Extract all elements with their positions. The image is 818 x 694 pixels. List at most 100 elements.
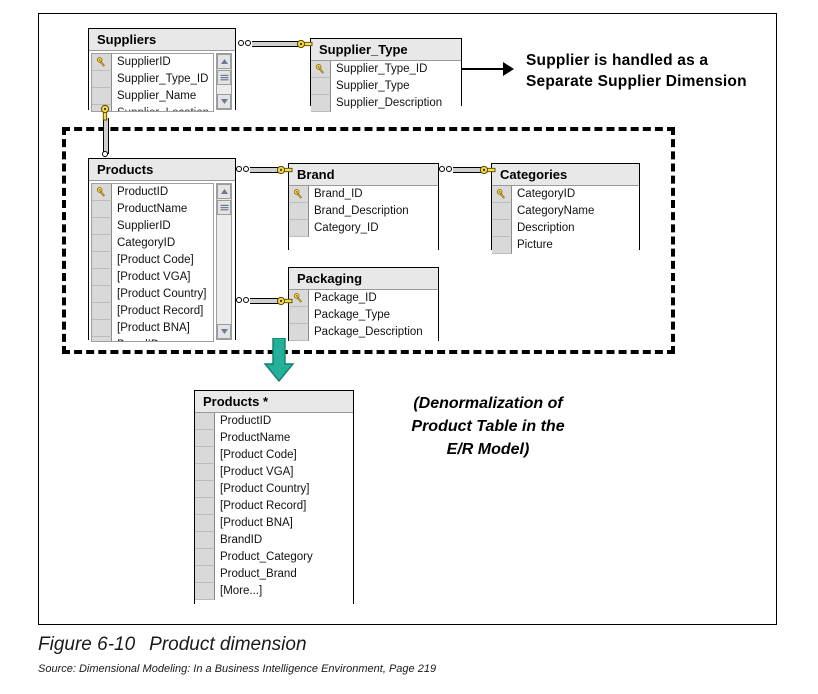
field-name: Category_ID — [314, 222, 379, 234]
field-row[interactable]: Package_Type — [289, 307, 438, 324]
products-scrollbar[interactable] — [216, 183, 232, 340]
field-row[interactable]: [Product Code] — [92, 252, 213, 269]
field-row[interactable]: [Product Code] — [195, 447, 353, 464]
field-row[interactable]: SupplierID — [92, 218, 213, 235]
field-row[interactable]: Brand_ID — [289, 186, 438, 203]
field-row[interactable]: [Product BNA] — [195, 515, 353, 532]
field-row[interactable]: Product_Brand — [195, 566, 353, 583]
field-gutter — [195, 430, 215, 447]
field-row[interactable]: CategoryID — [92, 235, 213, 252]
chevron-down-icon[interactable] — [217, 324, 231, 339]
key-icon — [96, 186, 105, 197]
field-gutter — [92, 269, 112, 286]
field-row[interactable]: SupplierID — [92, 54, 213, 71]
entity-suppliers-title: Suppliers — [89, 29, 235, 51]
field-row[interactable]: Supplier_Name — [92, 88, 213, 105]
field-name: [Product BNA] — [117, 322, 190, 334]
field-row[interactable]: [Product Country] — [92, 286, 213, 303]
field-row[interactable]: Brand_Description — [289, 203, 438, 220]
relation-key-icon — [296, 39, 313, 49]
field-name: Supplier_Description — [336, 97, 443, 109]
scroll-thumb-icon[interactable] — [217, 200, 231, 215]
entity-packaging[interactable]: Packaging Package_ID Package_Type Packag… — [288, 267, 439, 343]
field-row[interactable]: CategoryID — [492, 186, 639, 203]
supplier-callout-line1: Supplier is handled as a — [526, 52, 709, 69]
field-name: Supplier_Type_ID — [117, 73, 209, 85]
field-row[interactable]: Package_Description — [289, 324, 438, 341]
relationship-suppliers-supplier-type — [238, 38, 313, 50]
chevron-up-icon[interactable] — [217, 54, 231, 69]
primary-key-icon — [289, 290, 309, 307]
field-name: Brand_ID — [314, 188, 363, 200]
field-row[interactable]: [More...] — [195, 583, 353, 600]
entity-brand[interactable]: Brand Brand_ID Brand_Description Categor… — [288, 163, 439, 252]
chevron-up-icon[interactable] — [217, 184, 231, 199]
field-name: [Product Code] — [117, 254, 194, 266]
field-row[interactable]: [Product VGA] — [195, 464, 353, 481]
figure-source: Source: Dimensional Modeling: In a Busin… — [38, 663, 437, 675]
field-row[interactable]: Supplier_Description — [311, 95, 461, 112]
entity-products[interactable]: Products ProductID ProductName SupplierI… — [88, 158, 236, 342]
field-row[interactable]: [Product BNA] — [92, 320, 213, 337]
field-row[interactable]: Supplier_Type — [311, 78, 461, 95]
relation-key-icon — [276, 296, 293, 306]
field-name: [Product Country] — [117, 288, 207, 300]
entity-suppliers[interactable]: Suppliers SupplierID Supplier_Type_ID — [88, 28, 236, 112]
field-row[interactable]: Package_ID — [289, 290, 438, 307]
field-row[interactable]: BrandID — [195, 532, 353, 549]
field-gutter — [195, 464, 215, 481]
relation-many-icon — [446, 166, 452, 172]
relation-many-icon — [245, 40, 251, 46]
entity-products-denormalized-title: Products * — [195, 391, 353, 413]
field-gutter — [195, 583, 215, 600]
relationship-products-packaging — [236, 295, 293, 307]
entity-packaging-title: Packaging — [289, 268, 438, 290]
relation-many-icon — [439, 166, 445, 172]
scroll-thumb-icon[interactable] — [217, 70, 231, 85]
entity-products-denormalized[interactable]: Products * ProductID ProductName [Produc… — [194, 390, 354, 606]
field-row[interactable]: Product_Category — [195, 549, 353, 566]
field-row[interactable]: CategoryName — [492, 203, 639, 220]
field-row[interactable]: ProductName — [195, 430, 353, 447]
field-gutter — [92, 218, 112, 235]
relation-many-icon — [236, 166, 242, 172]
field-name: SupplierID — [117, 56, 171, 68]
field-name: CategoryID — [117, 237, 176, 249]
supplier-callout-text: Supplier is handled as a Separate Suppli… — [526, 50, 747, 92]
relation-many-icon — [238, 40, 244, 46]
field-row[interactable]: Supplier_Type_ID — [92, 71, 213, 88]
suppliers-scrollbar[interactable] — [216, 53, 232, 110]
chevron-down-icon[interactable] — [217, 94, 231, 109]
field-name: [Product Record] — [220, 500, 307, 512]
field-gutter — [195, 498, 215, 515]
field-row[interactable]: ProductName — [92, 201, 213, 218]
field-gutter — [92, 201, 112, 218]
field-row[interactable]: ProductID — [195, 413, 353, 430]
field-row[interactable]: ProductID — [92, 184, 213, 201]
field-row[interactable]: [Product Country] — [195, 481, 353, 498]
field-row[interactable]: Supplier_Type_ID — [311, 61, 461, 78]
field-row[interactable]: [Product VGA] — [92, 269, 213, 286]
field-name: [Product BNA] — [220, 517, 293, 529]
field-gutter — [195, 481, 215, 498]
field-gutter — [289, 324, 309, 341]
field-row[interactable]: [Product Record] — [92, 303, 213, 320]
entity-categories[interactable]: Categories CategoryID CategoryName Descr… — [491, 163, 640, 254]
field-row[interactable]: Picture — [492, 237, 639, 254]
scroll-track[interactable] — [217, 215, 231, 324]
field-name: BrandID — [220, 534, 263, 546]
field-name: ProductID — [117, 186, 169, 198]
field-gutter — [492, 237, 512, 254]
scroll-track[interactable] — [217, 85, 231, 94]
field-row[interactable]: Category_ID — [289, 220, 438, 237]
field-row[interactable]: BrandID — [92, 337, 213, 341]
field-gutter — [289, 307, 309, 324]
field-gutter — [492, 220, 512, 237]
entity-brand-title: Brand — [289, 164, 438, 186]
field-row[interactable]: [Product Record] — [195, 498, 353, 515]
entity-supplier-type[interactable]: Supplier_Type Supplier_Type_ID Suppli — [310, 38, 462, 112]
field-row[interactable]: Description — [492, 220, 639, 237]
field-gutter — [289, 203, 309, 220]
